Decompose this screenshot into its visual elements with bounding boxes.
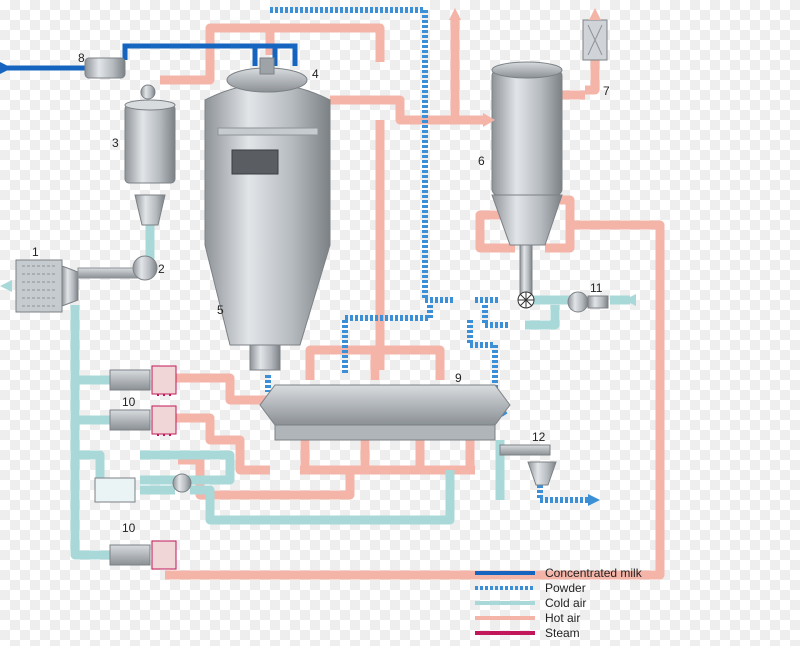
legend-label-concentrated-milk: Concentrated milk — [545, 566, 643, 580]
legend-label-steam: Steam — [545, 626, 580, 640]
label-4: 4 — [312, 67, 319, 81]
conveying-fan — [567, 291, 609, 313]
hot-air-pipes — [160, 20, 665, 580]
label-12: 12 — [532, 430, 546, 444]
intake-filter — [15, 259, 139, 313]
legend: Concentrated milk Powder Cold air Hot ai… — [475, 566, 643, 640]
label-3: 3 — [112, 136, 119, 150]
air-heater — [124, 84, 176, 226]
sifter — [499, 444, 557, 486]
flow-arrows — [0, 8, 636, 506]
label-7: 7 — [603, 84, 610, 98]
legend-label-hot-air: Hot air — [545, 611, 580, 625]
label-5: 5 — [217, 303, 224, 317]
label-2: 2 — [158, 262, 165, 276]
label-6: 6 — [478, 154, 485, 168]
label-8: 8 — [78, 51, 85, 65]
equipment-numbers: 1 2 3 4 5 6 7 8 9 10 10 11 12 — [32, 51, 610, 535]
cold-air-pipes — [70, 195, 630, 560]
legend-label-cold-air: Cold air — [545, 596, 586, 610]
label-9: 9 — [455, 371, 462, 385]
drying-chamber — [204, 57, 331, 371]
supply-fan — [132, 255, 158, 281]
steam-lines — [157, 376, 171, 568]
cyclone-separator — [491, 61, 563, 309]
fluid-bed — [259, 384, 511, 441]
concentrated-milk-pipes — [0, 43, 298, 71]
steam-heaters — [94, 365, 192, 570]
label-10-bottom: 10 — [122, 521, 136, 535]
legend-label-powder: Powder — [545, 581, 586, 595]
feed-pump — [84, 57, 126, 79]
label-10-top: 10 — [122, 395, 136, 409]
exhaust-filter — [582, 19, 608, 61]
label-1: 1 — [32, 245, 39, 259]
label-11: 11 — [590, 281, 603, 295]
